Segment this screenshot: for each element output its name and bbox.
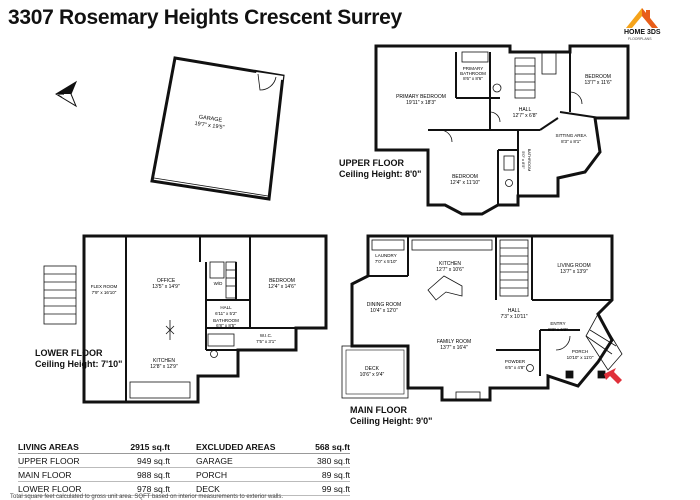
garage-plan	[150, 56, 285, 201]
upper-bedroom-bottom-name: BEDROOM	[452, 174, 478, 180]
dining-room-dims: 10'4" x 12'0"	[370, 308, 398, 314]
sitting-area-dims: 8'3" x 8'1"	[561, 139, 581, 144]
row-excluded-value: 380 sq.ft	[317, 455, 350, 466]
upper-floor-plan	[374, 44, 630, 216]
upper-bedroom-right-name: BEDROOM	[585, 74, 611, 80]
porch-dims: 10'10" x 11'0"	[567, 355, 594, 360]
flex-room-name: FLEX ROOM	[91, 284, 118, 289]
wic-name: W.I.C.	[260, 333, 272, 338]
main-floor-ceiling: Ceiling Height: 9'0"	[350, 416, 433, 426]
excluded-areas-header: EXCLUDED AREAS	[196, 441, 276, 452]
compass-label: N	[57, 91, 66, 99]
lower-floor-label: LOWER FLOOR Ceiling Height: 7'10"	[35, 348, 122, 370]
laundry-dims: 7'0" x 5'10"	[375, 259, 398, 264]
office-dims: 13'5" x 14'9"	[152, 284, 180, 290]
garage-name: GARAGE	[198, 114, 222, 123]
powder-dims: 6'5" x 4'8"	[505, 365, 525, 370]
family-room-name: FAMILY ROOM	[437, 339, 471, 345]
sitting-area-name: SITTING AREA	[555, 133, 586, 138]
footnote: Total square feet calculated to gross un…	[10, 494, 284, 500]
logo-brand-text: HOME 3DS	[624, 29, 661, 36]
lower-hall-name: HALL	[220, 305, 232, 310]
garage-dims: 19'7" x 19'5"	[194, 121, 225, 131]
living-areas-header: LIVING AREAS	[18, 441, 79, 452]
wic-dims: 7'5" x 3'1"	[256, 339, 276, 344]
upper-bedroom-bottom-dims: 12'4" x 11'10"	[450, 180, 480, 186]
area-summary-table: LIVING AREAS 2915 sq.ft EXCLUDED AREAS 5…	[18, 440, 350, 496]
upper-floor-ceiling: Ceiling Height: 8'0"	[339, 169, 422, 179]
deck-dims: 10'6" x 9'4"	[360, 372, 385, 378]
row-living-label: UPPER FLOOR	[18, 455, 80, 466]
office-name: OFFICE	[157, 278, 176, 284]
deck-name: DECK	[365, 366, 380, 372]
table-row: UPPER FLOOR 949 sq.ft GARAGE 380 sq.ft	[18, 454, 350, 468]
lower-kitchen-dims: 12'8" x 12'9"	[150, 364, 178, 370]
lower-floor-name: LOWER FLOOR	[35, 348, 103, 358]
porch-name: PORCH	[572, 349, 588, 354]
entry-dims: 8'3" x 6'2"	[548, 327, 568, 332]
main-hall-name: HALL	[508, 308, 521, 314]
upper-bedroom-right-dims: 13'7" x 11'6"	[584, 80, 611, 86]
row-excluded-label: GARAGE	[196, 455, 233, 466]
row-excluded-value: 99 sq.ft	[321, 483, 350, 494]
laundry-name: LAUNDRY	[375, 253, 396, 258]
north-arrow-icon: N	[55, 80, 78, 108]
upper-hall-name: HALL	[519, 107, 532, 113]
living-room-dims: 13'7" x 13'9"	[560, 269, 588, 275]
row-living-value: 978 sq.ft	[137, 483, 170, 494]
row-living-label: MAIN FLOOR	[18, 469, 72, 480]
area-summary-header: LIVING AREAS 2915 sq.ft EXCLUDED AREAS 5…	[18, 440, 350, 454]
living-areas-total: 2915 sq.ft	[130, 441, 170, 452]
primary-bathroom-dims: 8'6" x 8'6"	[463, 76, 483, 81]
main-deck	[341, 345, 409, 399]
main-kitchen-dims: 12'7" x 10'6"	[436, 267, 464, 273]
row-excluded-label: PORCH	[196, 469, 228, 480]
entry-name: ENTRY	[550, 321, 565, 326]
lower-floor-plan	[82, 234, 328, 404]
main-floor-name: MAIN FLOOR	[350, 405, 407, 415]
primary-bathroom-name: PRIMARY	[463, 66, 483, 71]
flex-room-dims: 7'9" x 16'10"	[92, 290, 117, 295]
primary-bathroom-name-2: BATHROOM	[460, 71, 486, 76]
lower-floor-ceiling: Ceiling Height: 7'10"	[35, 359, 123, 369]
house-logo-icon	[626, 8, 658, 28]
wd-label: W/D	[214, 281, 223, 286]
lower-kitchen-name: KITCHEN	[153, 358, 175, 364]
table-row: MAIN FLOOR 988 sq.ft PORCH 89 sq.ft	[18, 468, 350, 482]
lower-bathroom-name: BATHROOM	[213, 318, 239, 323]
upper-floor-name: UPPER FLOOR	[339, 158, 405, 168]
dining-room-name: DINING ROOM	[367, 302, 401, 308]
powder-name: POWDER	[505, 359, 526, 364]
row-living-value: 988 sq.ft	[137, 469, 170, 480]
entry-arrow-icon	[604, 368, 622, 384]
lower-exterior-stairs	[43, 265, 77, 325]
upper-floor-label: UPPER FLOOR Ceiling Height: 8'0"	[339, 158, 421, 180]
living-room-name: LIVING ROOM	[557, 263, 590, 269]
lower-hall-dims: 6'11" x 5'2"	[215, 311, 237, 316]
row-living-label: LOWER FLOOR	[18, 483, 82, 494]
brand-logo: HOME 3DS FLOORPLANS	[622, 4, 688, 44]
row-excluded-value: 89 sq.ft	[321, 469, 350, 480]
upper-bathroom-name: BATHROOM	[527, 149, 532, 172]
lower-bedroom-name: BEDROOM	[269, 278, 295, 284]
family-room-dims: 13'7" x 16'4"	[440, 345, 468, 351]
main-hall-dims: 7'3" x 10'11"	[500, 314, 527, 320]
primary-bedroom-dims: 19'11" x 18'3"	[406, 100, 436, 106]
logo-sub-text: FLOORPLANS	[628, 37, 652, 41]
main-kitchen-name: KITCHEN	[439, 261, 461, 267]
excluded-areas-total: 568 sq.ft	[315, 441, 350, 452]
page-title: 3307 Rosemary Heights Crescent Surrey	[8, 6, 402, 29]
table-row: LOWER FLOOR 978 sq.ft DECK 99 sq.ft	[18, 482, 350, 496]
row-excluded-label: DECK	[196, 483, 220, 494]
primary-bedroom-name: PRIMARY BEDROOM	[396, 94, 446, 100]
lower-bedroom-dims: 12'4" x 14'6"	[268, 284, 296, 290]
upper-hall-dims: 12'7" x 6'8"	[513, 113, 538, 119]
main-floor-label: MAIN FLOOR Ceiling Height: 9'0"	[350, 405, 432, 427]
row-living-value: 949 sq.ft	[137, 455, 170, 466]
upper-bathroom-dims: 5'0" x 8'5"	[521, 151, 526, 169]
lower-bathroom-dims: 6'8" x 8'5"	[216, 323, 236, 328]
